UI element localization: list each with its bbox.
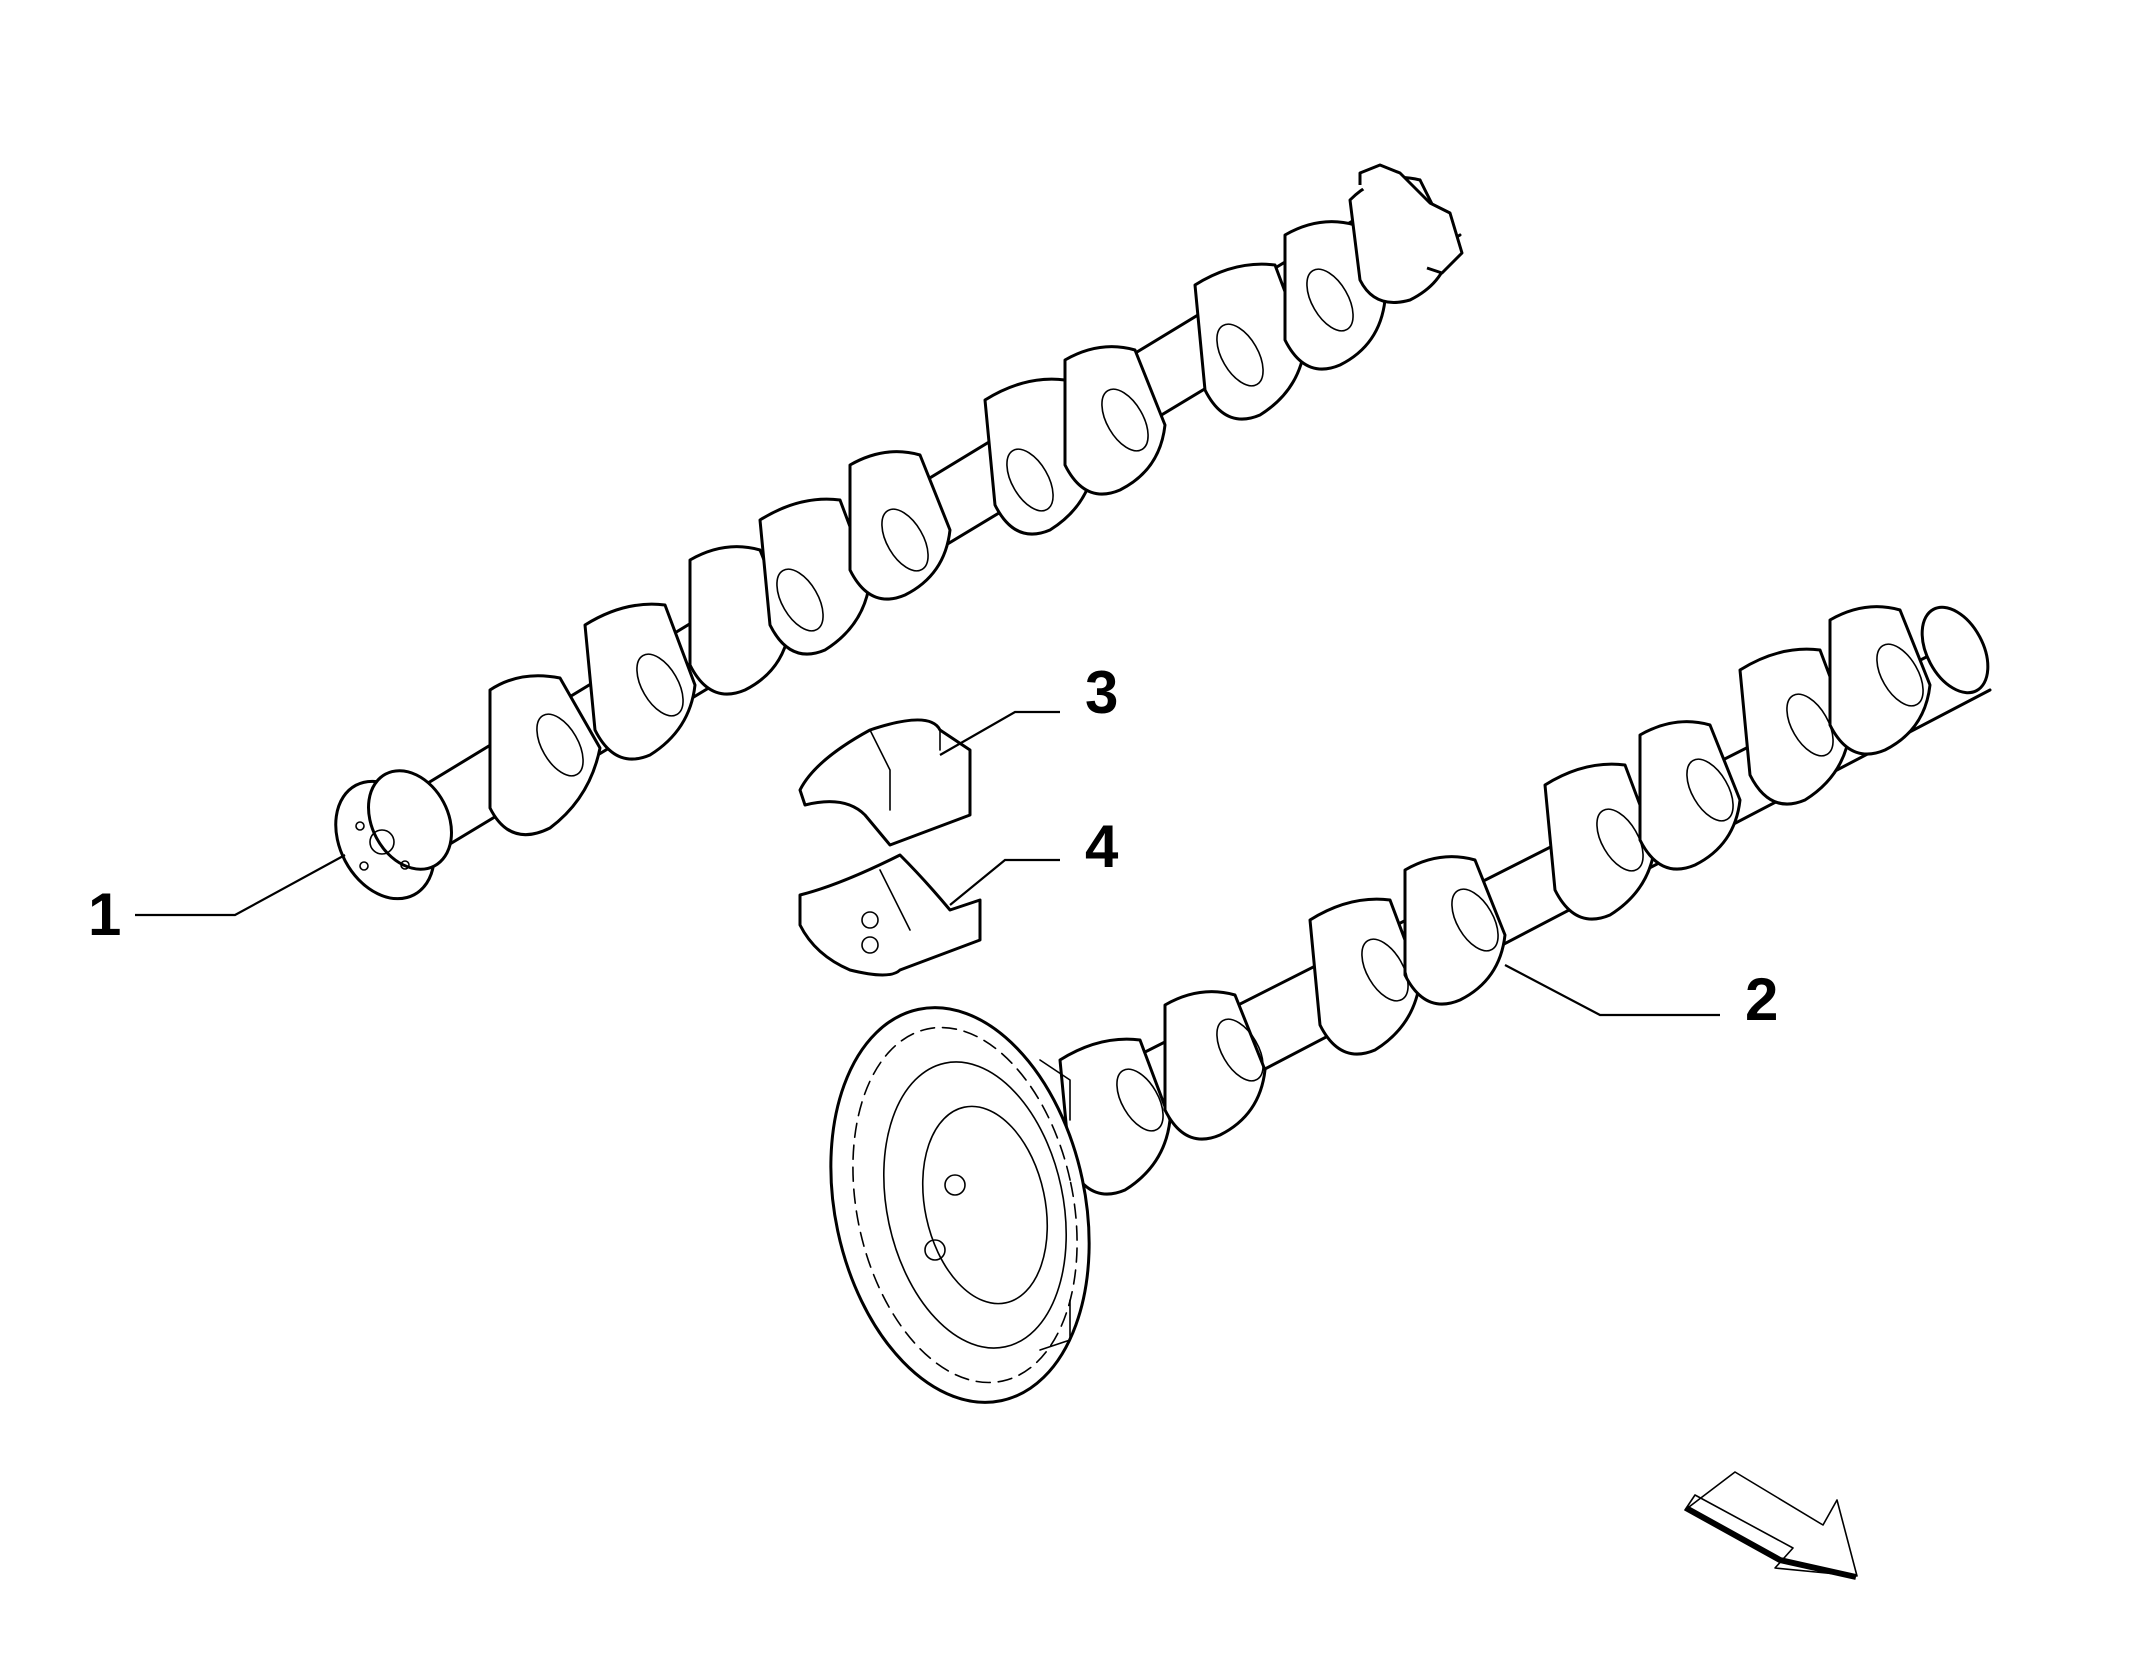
callout-3: 3 — [1085, 659, 1118, 726]
camshaft-2[interactable] — [796, 596, 2001, 1426]
camshaft-2-lobes — [1058, 605, 1990, 1196]
bearing-shell-3[interactable] — [798, 718, 972, 847]
camshaft-2-gear — [829, 1006, 1091, 1404]
callout-1: 1 — [88, 881, 121, 948]
leader-1 — [135, 854, 346, 917]
callout-2: 2 — [1745, 966, 1778, 1033]
leader-lines — [135, 710, 1720, 1017]
orientation-arrow-icon — [1684, 1471, 1858, 1580]
leader-4 — [949, 858, 1060, 906]
leader-3 — [939, 710, 1060, 756]
callout-4: 4 — [1085, 813, 1119, 880]
camshaft-1-lobes — [488, 163, 1464, 837]
camshaft-1[interactable] — [316, 163, 1464, 916]
bearing-shell-4[interactable] — [798, 853, 982, 977]
callout-labels: 1 2 3 4 — [88, 659, 1778, 1033]
leader-2 — [1504, 964, 1720, 1017]
